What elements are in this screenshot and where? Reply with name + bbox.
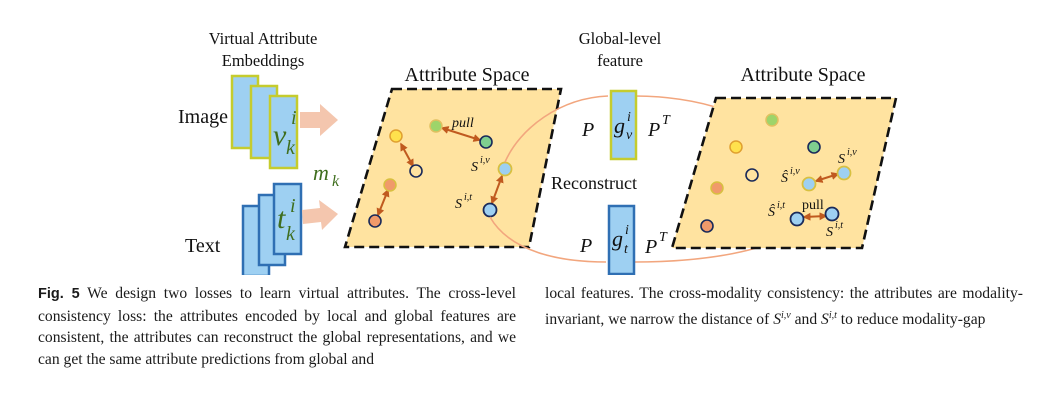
mask-label-main: m [313,160,329,185]
caption-paragraph-1: Fig. 5 We design two losses to learn vir… [38,283,516,370]
right-pull-label: pull [802,198,824,213]
image-to-space-arrow [300,104,338,136]
left-sit-sup: i,t [464,192,472,203]
shat-it-sup: i,t [777,200,785,211]
caption-text-1: We design two losses to learn virtual at… [38,285,516,368]
left-attribute-space [343,87,563,249]
pt-top-sup: T [662,113,671,128]
virtual-attribute-header-line1: Virtual Attribute [209,29,318,48]
shat-iv-sup: i,v [790,166,800,177]
virtual-attribute-header-line2: Embeddings [222,51,305,70]
figure-number: Fig. 5 [38,286,80,302]
figure-caption: Fig. 5 We design two losses to learn vir… [38,283,1023,393]
svg-text:v: v [273,119,287,152]
right-siv-main: S [838,152,845,167]
image-embed-main: v [273,119,287,152]
right-sit-main: S [826,225,833,240]
right-attribute-space [670,96,898,250]
gt-main: g [612,226,623,251]
global-image-vector [609,89,638,161]
gt-sup: i [625,223,629,238]
global-header-line1: Global-level [579,29,662,48]
text-embed-sup: i [290,195,296,217]
right-sit-sup: i,t [835,220,843,231]
text-embed-main: t [277,202,286,235]
text-to-space-arrow [302,200,338,230]
p-bottom: P [579,235,592,257]
left-sit-main: S [455,197,462,212]
mask-label-sub: k [332,173,340,190]
p-top: P [581,119,594,141]
caption-text-2a: local features. The cross-modality consi… [545,285,1023,328]
right-siv-sup: i,v [847,147,857,158]
gv-main: g [614,113,625,138]
left-space-title: Attribute Space [405,64,530,86]
left-siv-sup: i,v [480,155,490,166]
text-embedding-stack: t i k [241,182,303,275]
reconstruct-label: Reconstruct [551,173,637,193]
pt-top: P [647,119,660,141]
gv-sub: v [626,128,633,143]
shat-iv-main: Ŝ [781,169,788,186]
caption-s2-sup: i,t [828,309,837,321]
caption-paragraph-2: local features. The cross-modality consi… [545,283,1023,330]
shat-it-main: Ŝ [768,203,775,220]
caption-text-2b: to reduce modality-gap [836,310,986,328]
right-space-points [700,113,852,233]
image-embed-sub: k [286,137,296,159]
caption-column-1: Fig. 5 We design two losses to learn vir… [38,283,516,393]
pt-bottom: P [644,236,657,258]
caption-s1: S [773,310,781,328]
caption-s2: S [821,310,829,328]
text-label: Text [185,235,221,257]
pt-bottom-sup: T [659,230,668,245]
gv-sup: i [627,110,631,125]
gt-sub: t [624,242,629,257]
right-space-title: Attribute Space [741,64,866,86]
figure-diagram: Virtual Attribute Embeddings Image Text … [178,29,898,275]
left-siv-main: S [471,160,478,175]
left-pull-label: pull [451,116,474,131]
image-label: Image [178,106,228,128]
global-header-line2: feature [597,51,643,70]
caption-and: and [790,310,822,328]
caption-column-2: local features. The cross-modality consi… [545,283,1023,393]
global-text-vector [607,204,636,275]
text-embed-sub: k [286,223,296,245]
left-space-points [368,119,513,228]
caption-s1-sup: i,v [781,309,791,321]
image-embedding-stack: v i k [230,74,299,170]
image-embed-sup: i [291,107,297,129]
